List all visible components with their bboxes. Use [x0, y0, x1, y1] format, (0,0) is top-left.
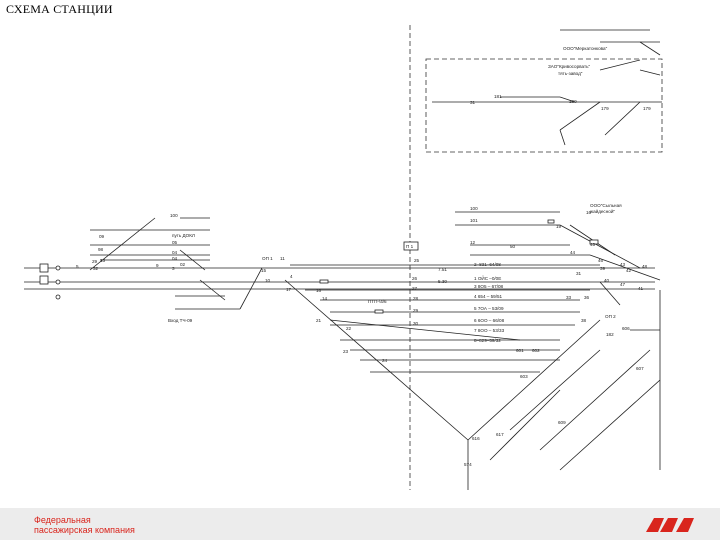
switch-number: 607 — [636, 366, 644, 371]
switch-number: 45 — [590, 242, 596, 247]
switch-number: 574 — [464, 462, 472, 467]
switch-number: 26 — [412, 276, 418, 281]
track-label: 1 ОЙС –0/0Е — [474, 274, 501, 281]
switch-number: 182 — [606, 332, 614, 337]
switch-number: 46 — [598, 258, 604, 263]
switch-number: 32 — [93, 266, 99, 271]
switch-number: 09 — [99, 234, 105, 239]
track-label: 8–829–59/32 — [474, 338, 501, 343]
label-s1: 7.51 — [438, 267, 447, 272]
switch-number: 40 — [604, 278, 610, 283]
switch-number: 29 — [413, 308, 419, 313]
switch-number: 02 — [180, 262, 186, 267]
switch-number: 606 — [622, 326, 630, 331]
switch-number: 04 — [172, 256, 178, 261]
station-schema: ООО"Меркатонкова" ЗАО"Кривосорвать" тять… — [24, 25, 663, 490]
switch-number: 100 — [170, 213, 178, 218]
track-lines — [24, 29, 662, 490]
switch-number: 98 — [98, 247, 104, 252]
track-label: 7 8ОО – 53/33 — [474, 328, 505, 333]
label-ooo-mid-line2: жайдесной" — [590, 208, 615, 214]
company-line-2: пассажирская компания — [34, 525, 135, 535]
label-ooo-top: ООО"Меркатонкова" — [563, 46, 608, 51]
switch-number: 603 — [520, 374, 528, 379]
label-depot: путь ДОКЛ — [172, 233, 195, 238]
switch-number: 29 — [92, 259, 98, 264]
switch-number: 16 — [316, 288, 322, 293]
switch-number: 609 — [558, 420, 566, 425]
switch-number: 33 — [566, 295, 572, 300]
label-ooo-mid-line1: ООО"Сыльная — [590, 203, 622, 208]
switch-number: 39 — [600, 266, 606, 271]
switch-number: 05 — [172, 240, 178, 245]
switch-number: 21 — [316, 318, 322, 323]
switch-number: 41 — [638, 286, 644, 291]
switch-number: 179 — [643, 106, 651, 111]
label-ibm: ПТП-\4/6 — [368, 299, 387, 304]
switch-number: 42 — [626, 268, 632, 273]
switch-number: 16 — [586, 210, 592, 215]
switch-number: 14 — [322, 296, 328, 301]
switch-number: 5 — [76, 264, 79, 269]
label-zao-line1: ЗАО"Кривосорвать" — [548, 64, 590, 69]
switch-number: 23 — [343, 349, 349, 354]
switch-number: 44 — [570, 250, 576, 255]
switch-number: 12 — [470, 240, 476, 245]
company-line-1: Федеральная — [34, 515, 91, 525]
switch-number: 601 — [516, 348, 524, 353]
rzd-logo — [646, 518, 694, 532]
label-s2: 5.30 — [438, 279, 447, 284]
switch-number: 617 — [496, 432, 504, 437]
switch-number: 47 — [620, 282, 626, 287]
post-p1 — [403, 241, 419, 251]
label-zao-line2: тять-завод" — [558, 71, 583, 76]
track-label: 4 654 – 59/51 — [474, 294, 503, 299]
switch-number: 24 — [382, 358, 388, 363]
switch-number: 10 — [265, 278, 271, 283]
switch-number: 38 — [581, 318, 587, 323]
switch-number: 15 — [261, 268, 267, 273]
switch-number: 3 — [172, 266, 175, 271]
switch-number: 27 — [412, 286, 418, 291]
switch-number: 36 — [584, 295, 590, 300]
switch-number: 181 — [494, 94, 502, 99]
switch-number: 30 — [413, 321, 419, 326]
track-label: 6 6ОО – 66/08 — [474, 318, 505, 323]
label-entry: Вход ТЧ-09 — [168, 318, 193, 323]
switch-number: 28 — [413, 296, 419, 301]
switch-number: 31 — [576, 271, 582, 276]
page-title: СХЕМА СТАНЦИИ — [6, 2, 113, 16]
switch-number: 04 — [172, 250, 178, 255]
switch-number: 48 — [642, 264, 648, 269]
switch-number: 616 — [472, 436, 480, 441]
factory-zone-boundary — [425, 58, 663, 153]
switch-number: 180 — [569, 99, 577, 104]
switch-number: 17 — [286, 287, 292, 292]
switch-number: 31 — [470, 100, 476, 105]
label-op2: ОП 2 — [605, 314, 616, 319]
switch-number: 100 — [470, 206, 478, 211]
signal-box-1 — [39, 263, 49, 273]
footer-bar: Федеральная пассажирская компания — [0, 508, 720, 540]
switch-number: 13 — [100, 258, 106, 263]
company-name: Федеральная пассажирская компания — [34, 515, 135, 535]
switch-number: 11 — [280, 256, 285, 261]
switch-number: 50 — [510, 244, 516, 249]
switch-number: 4 — [290, 274, 293, 279]
switch-number: 101 — [470, 218, 478, 223]
track-label: 3 8О5 – 67/08 — [474, 284, 504, 289]
label-op1: ОП 1 — [262, 256, 273, 261]
switch-number: 43 — [620, 262, 626, 267]
switch-number: 25 — [414, 258, 420, 263]
switch-number: 602 — [532, 348, 540, 353]
track-label: 2–831–64/08 — [474, 262, 501, 267]
switch-number: 9 — [156, 263, 159, 268]
switch-number: 19 — [556, 224, 562, 229]
signal-box-2 — [39, 275, 49, 285]
switch-number: 179 — [601, 106, 609, 111]
switch-number: 22 — [346, 326, 352, 331]
label-p1: П 1 — [406, 244, 414, 249]
track-label: 5 7ОА – 53/09 — [474, 306, 504, 311]
